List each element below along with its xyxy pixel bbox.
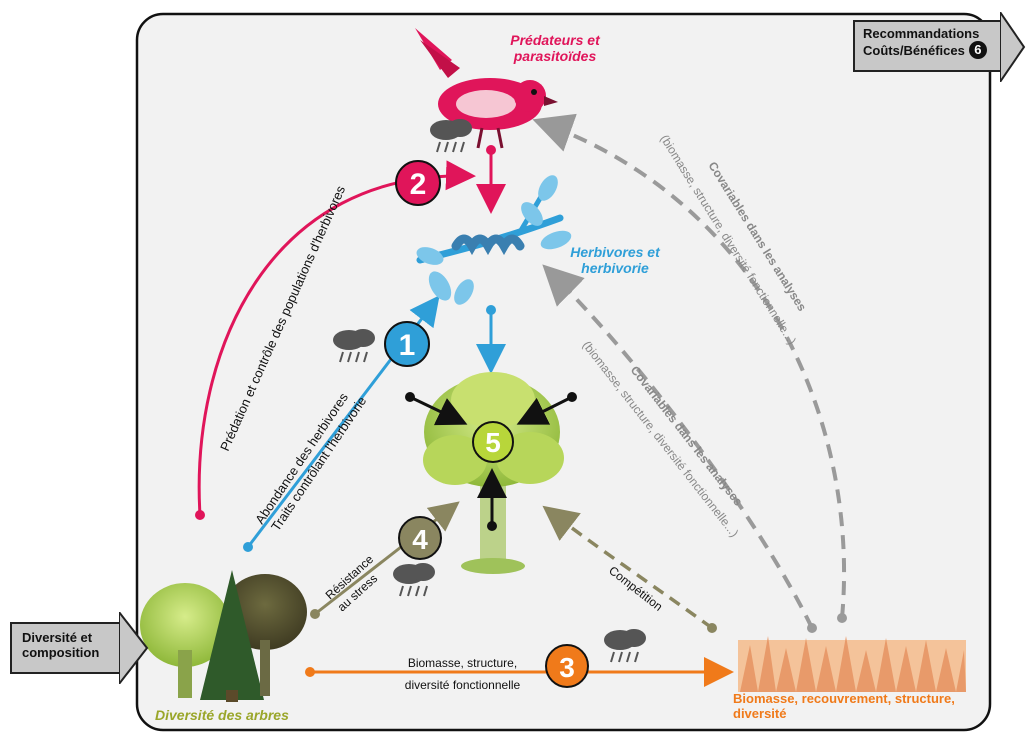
recommendations-box: Recommandations Coûts/Bénéfices 6 bbox=[853, 20, 1003, 72]
understory-line2: diversité bbox=[733, 705, 787, 721]
svg-text:3: 3 bbox=[559, 652, 575, 683]
predator-dot bbox=[486, 145, 496, 155]
understory-label: Biomasse, recouvrement, structure, diver… bbox=[733, 691, 973, 722]
biomass-line1: Biomasse, structure, bbox=[407, 656, 518, 670]
rain-cloud-icon bbox=[393, 563, 435, 597]
understory-line1: Biomasse, recouvrement, structure, bbox=[733, 691, 955, 706]
black-dot-bottom bbox=[487, 521, 497, 531]
composition-label: composition bbox=[22, 645, 100, 660]
svg-text:2: 2 bbox=[410, 168, 427, 201]
caterpillar-branch-icon bbox=[416, 175, 572, 305]
diversity-composition-box: Diversité et composition bbox=[10, 622, 122, 674]
predation-arrow bbox=[197, 160, 476, 516]
step-5-badge: 5 bbox=[472, 421, 514, 463]
rain-cloud-icon bbox=[333, 329, 375, 363]
predation-start-dot bbox=[195, 510, 205, 520]
biomass-start-dot bbox=[305, 667, 315, 677]
svg-text:5: 5 bbox=[485, 427, 501, 458]
rain-cloud-icon bbox=[430, 119, 472, 153]
black-arrow-right bbox=[516, 395, 573, 425]
covariables-inner-start-dot bbox=[807, 623, 817, 633]
recommendations-label: Recommandations bbox=[863, 26, 980, 41]
step-1-badge: 1 bbox=[384, 321, 430, 367]
svg-text:1: 1 bbox=[399, 329, 416, 362]
costs-benefits-label: Coûts/Bénéfices bbox=[863, 42, 965, 58]
bird-icon bbox=[415, 28, 558, 149]
step-2-badge: 2 bbox=[395, 160, 441, 206]
competition-arrow bbox=[542, 505, 714, 630]
diversity-composition-arrowhead bbox=[119, 612, 149, 684]
rain-cloud-icon bbox=[604, 629, 646, 663]
main-panel bbox=[135, 12, 992, 732]
svg-text:4: 4 bbox=[412, 524, 428, 555]
biomass-line2: diversité fonctionnelle bbox=[404, 677, 521, 692]
covariables-outer-start-dot bbox=[837, 613, 847, 623]
biomass-arrow-label: Biomasse, structure, diversité fonctionn… bbox=[380, 656, 545, 693]
covariables-outer-arrow bbox=[532, 113, 847, 619]
black-arrow-left bbox=[409, 395, 468, 426]
herbivores-label: Herbivores et herbivorie bbox=[560, 244, 670, 276]
predators-line2: parasitoïdes bbox=[513, 48, 597, 65]
diversity-label: Diversité et bbox=[22, 630, 93, 645]
black-dot-right bbox=[567, 392, 577, 402]
step-3-badge: 3 bbox=[545, 644, 589, 688]
step-4-badge: 4 bbox=[398, 516, 442, 560]
predators-line1: Prédateurs et bbox=[510, 32, 600, 48]
herbivory-dot bbox=[486, 305, 496, 315]
predators-label: Prédateurs et parasitoïdes bbox=[500, 32, 610, 64]
tree-diversity-label: Diversité des arbres bbox=[155, 707, 289, 723]
black-dot-left bbox=[405, 392, 415, 402]
herbivores-line1: Herbivores et bbox=[570, 244, 660, 260]
recommendations-arrowhead bbox=[1000, 12, 1026, 82]
step-6-badge: 6 bbox=[968, 41, 987, 59]
stress-start-dot bbox=[310, 609, 320, 619]
herbivore-abundance-start-dot bbox=[243, 542, 253, 552]
forest-icon bbox=[140, 570, 307, 702]
herbivores-line2: herbivorie bbox=[581, 260, 649, 277]
competition-start-dot bbox=[707, 623, 717, 633]
grass-icon bbox=[738, 636, 966, 692]
covariables-inner-arrow bbox=[542, 264, 814, 629]
